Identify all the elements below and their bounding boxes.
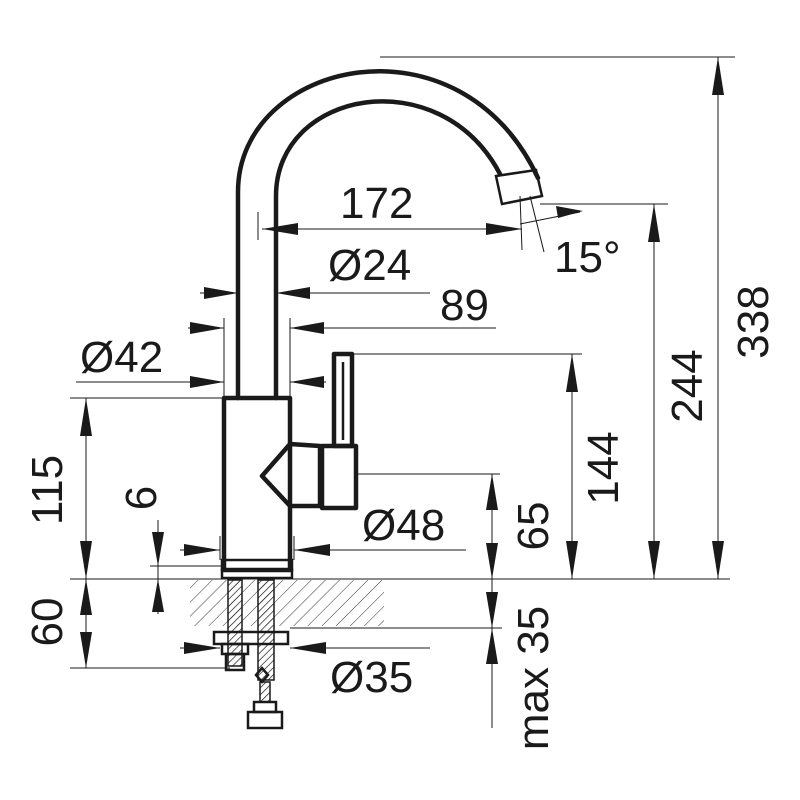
dim-172-label: 172 (340, 179, 413, 228)
dim-65-label: 65 (509, 502, 558, 551)
dim-d24-label: Ø24 (328, 241, 411, 290)
mounting-hardware (212, 579, 290, 730)
mounting-nut-lower (224, 652, 246, 672)
base-ring-lower (220, 568, 294, 580)
faucet-body (221, 395, 293, 573)
dim-d35: Ø35 (180, 642, 430, 702)
dim-d48: Ø48 (180, 501, 466, 560)
dim-89: 89 (440, 281, 489, 330)
dim-144: 144 (352, 353, 628, 579)
dim-144-label: 144 (579, 431, 628, 504)
dim-6: 6 (117, 486, 224, 614)
dim-d35-label: Ø35 (330, 653, 413, 702)
dim-60-label: 60 (23, 598, 72, 647)
dim-15deg-label: 15° (554, 233, 621, 282)
supply-hose (257, 579, 275, 681)
dim-max35-label: max 35 (509, 606, 558, 750)
dim-338-label: 338 (729, 285, 778, 358)
dim-115: 115 (23, 397, 224, 579)
dim-172: 172 (257, 179, 522, 240)
dim-115-label: 115 (23, 455, 72, 525)
dim-244: 244 (540, 203, 712, 579)
dim-max35: max 35 (290, 579, 558, 750)
dim-6-label: 6 (117, 486, 166, 510)
gooseneck-outer (235, 69, 541, 401)
faucet-outline (220, 69, 544, 580)
dim-d24: Ø24 (200, 241, 430, 302)
lever-stem (331, 351, 355, 449)
countertop-hatch (190, 580, 384, 626)
lever-handle (319, 443, 359, 511)
dim-89-label: 89 (440, 281, 489, 330)
dim-60: 60 (23, 579, 230, 669)
hose-nut (246, 710, 284, 730)
dim-d42: Ø42 (76, 318, 496, 396)
lever-joint (259, 441, 323, 509)
hose-fitting (252, 700, 278, 714)
dim-65: 65 (356, 473, 558, 579)
gooseneck-inner (273, 99, 503, 401)
dim-338: 338 (380, 56, 778, 579)
spout-aerator (494, 168, 544, 206)
dim-244-label: 244 (663, 349, 712, 422)
dim-15deg: 15° (519, 195, 621, 282)
dim-d42-label: Ø42 (80, 333, 163, 382)
dim-d48-label: Ø48 (362, 501, 445, 550)
mounting-plate (212, 630, 290, 646)
countertop (70, 578, 730, 626)
hose-lower (259, 681, 271, 703)
